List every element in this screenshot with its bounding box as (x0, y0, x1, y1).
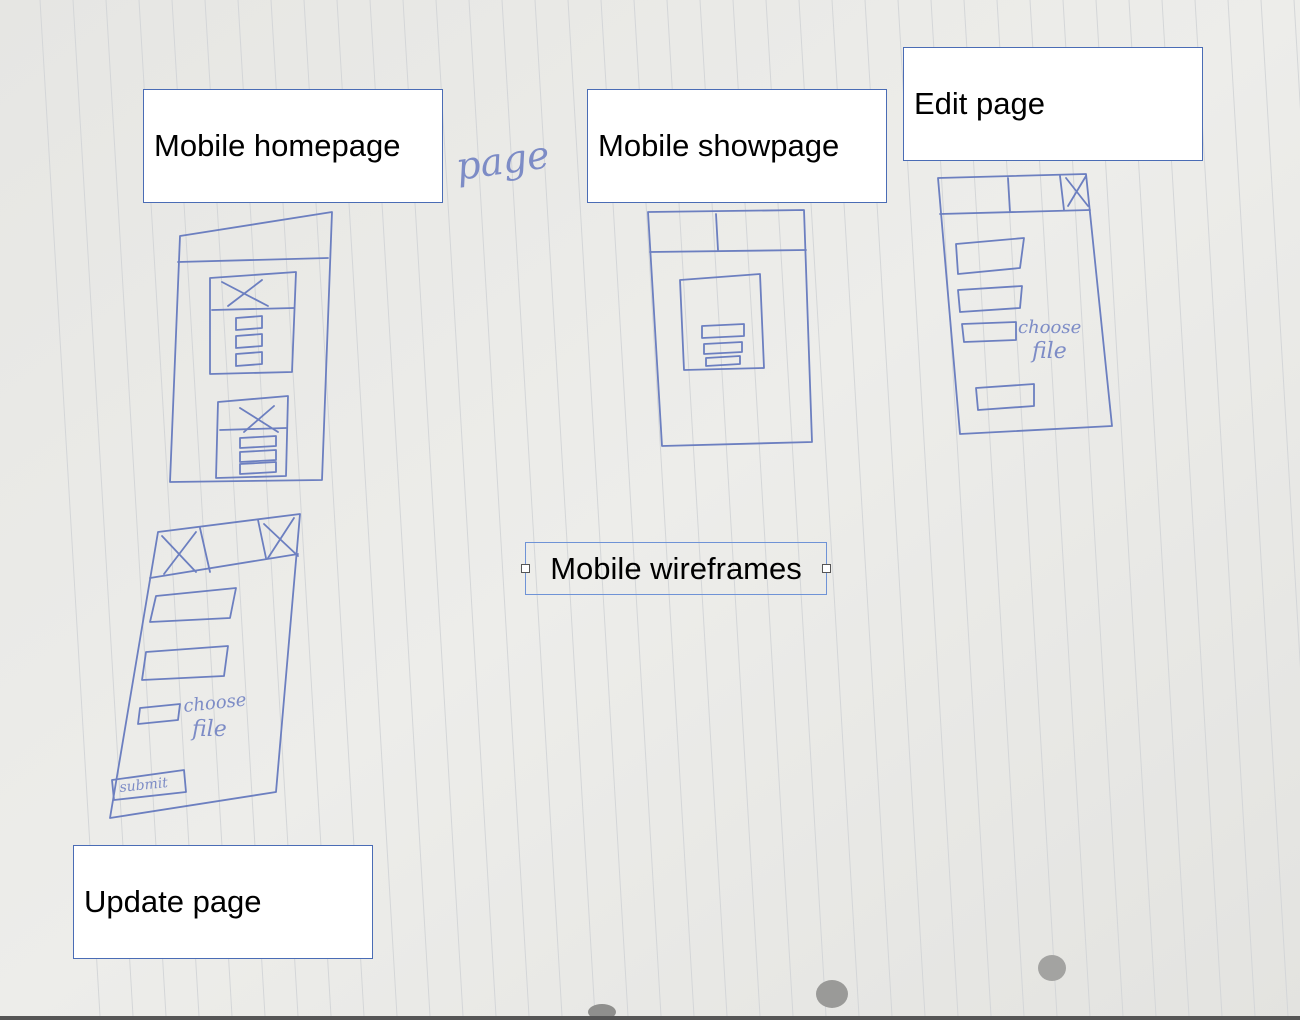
punch-hole (1038, 955, 1066, 981)
edit-page-label: Edit page (903, 47, 1203, 161)
update-page-sketch (109, 513, 301, 819)
mobile-wireframes-textbox[interactable]: Mobile wireframes (521, 542, 831, 595)
resize-handle-left[interactable] (521, 563, 530, 573)
mobile-showpage-text: Mobile showpage (598, 128, 840, 163)
edit-file-text: file (1030, 339, 1067, 364)
mobile-homepage-label: Mobile homepage (143, 89, 443, 203)
edit-choose-text: choose (1018, 317, 1081, 338)
mobile-showpage-label: Mobile showpage (587, 89, 887, 203)
punch-hole (816, 980, 848, 1008)
showpage-sketch (647, 209, 813, 447)
mobile-homepage-text: Mobile homepage (154, 128, 401, 163)
update-page-text: Update page (84, 884, 262, 919)
homepage-sketch (169, 211, 333, 483)
update-submit-text: submit (119, 775, 169, 796)
edit-page-sketch (937, 173, 1113, 435)
mobile-wireframes-text[interactable]: Mobile wireframes (550, 550, 802, 586)
edit-page-text: Edit page (914, 86, 1045, 121)
update-file-text: file (190, 717, 227, 742)
update-page-label: Update page (73, 845, 373, 959)
resize-handle-right[interactable] (822, 563, 831, 573)
